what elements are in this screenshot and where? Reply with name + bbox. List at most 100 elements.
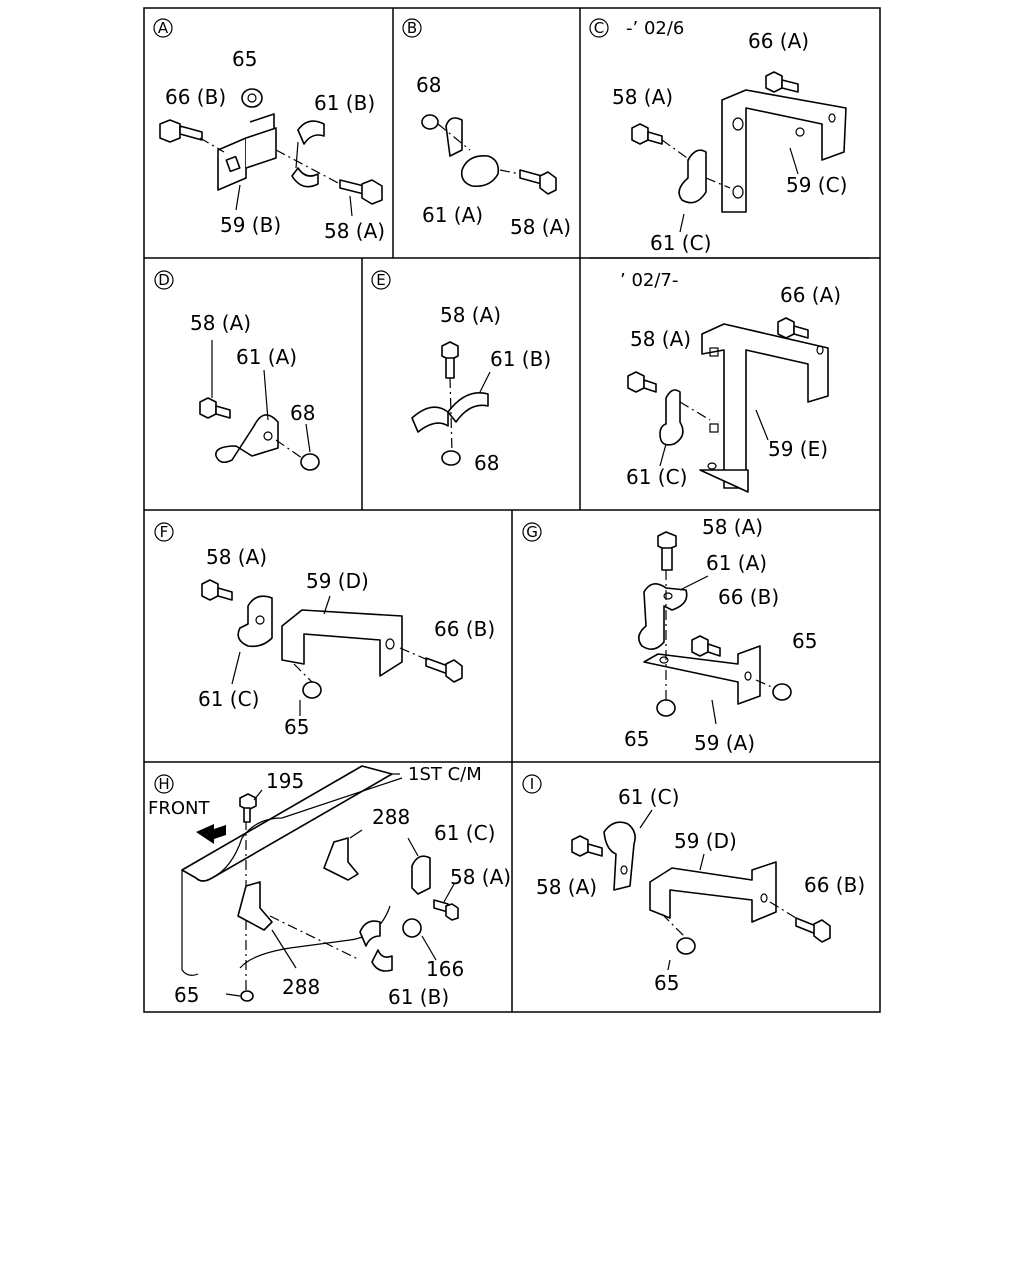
label-61c: 61 (C) bbox=[198, 687, 259, 711]
clamp-icon bbox=[603, 821, 636, 891]
label-61a: 61 (A) bbox=[422, 203, 483, 227]
label-65-right: 65 bbox=[792, 629, 817, 653]
label-65: 65 bbox=[284, 715, 309, 739]
panel-e: E 58 (A) 61 (B) 68 bbox=[371, 270, 551, 475]
bracket-icon bbox=[237, 881, 273, 931]
clamp-icon bbox=[237, 595, 273, 648]
panel-a-marker-circle bbox=[153, 18, 173, 38]
panel-b-marker-circle bbox=[402, 18, 422, 38]
label-65: 65 bbox=[654, 971, 679, 995]
clamp-icon bbox=[638, 583, 688, 650]
label-59d: 59 (D) bbox=[674, 829, 737, 853]
panel-f-id: F bbox=[160, 523, 169, 541]
clamp-icon bbox=[411, 855, 431, 895]
label-68: 68 bbox=[474, 451, 499, 475]
label-61c: 61 (C) bbox=[626, 465, 687, 489]
panel-i: I 61 (C) 59 (D) 58 (A) 66 (B) 65 bbox=[522, 774, 865, 995]
label-288-bottom: 288 bbox=[282, 975, 320, 999]
label-59b: 59 (B) bbox=[220, 213, 281, 237]
bolt-icon bbox=[433, 899, 459, 921]
label-288-top: 288 bbox=[372, 805, 410, 829]
label-66b: 66 (B) bbox=[718, 585, 779, 609]
panel-c-marker-circle bbox=[589, 18, 609, 38]
bracket-icon bbox=[643, 645, 761, 705]
label-65: 65 bbox=[174, 983, 199, 1007]
label-61a: 61 (A) bbox=[236, 345, 297, 369]
nut-icon bbox=[421, 114, 439, 130]
panel-c: C -’ 02/6 66 (A) 58 (A) 59 (C) 61 (C) bbox=[589, 18, 847, 255]
label-front: FRONT bbox=[148, 798, 210, 819]
label-58a: 58 (A) bbox=[440, 303, 501, 327]
bolt-icon bbox=[631, 123, 663, 145]
bolt-icon bbox=[402, 918, 422, 938]
clamp-icon bbox=[359, 920, 381, 947]
bolt-icon bbox=[795, 917, 831, 943]
bolt-icon bbox=[159, 119, 203, 143]
clamp-icon bbox=[297, 120, 325, 145]
clamp-icon bbox=[659, 389, 684, 446]
panel-h: H 1 bbox=[148, 764, 511, 1009]
bolt-icon bbox=[441, 341, 459, 379]
panel-h-id: H bbox=[158, 775, 169, 793]
panel-c-date-range: -’ 02/6 bbox=[626, 18, 684, 39]
panel-g: G 58 (A) 61 (A) 66 (B) 65 65 59 (A) bbox=[522, 515, 817, 755]
label-68: 68 bbox=[290, 401, 315, 425]
panel-c-late: ’ 02/7- 66 (A) 58 (A) 59 (E) 61 (C) bbox=[620, 270, 841, 493]
panel-d-marker-circle bbox=[154, 270, 174, 290]
bolt-icon bbox=[765, 71, 799, 93]
nut-icon bbox=[241, 88, 263, 108]
nut-icon bbox=[300, 453, 320, 471]
bolt-icon bbox=[777, 317, 809, 339]
bolt-icon bbox=[571, 835, 603, 857]
panel-i-id: I bbox=[530, 775, 534, 793]
label-166: 166 bbox=[426, 957, 464, 981]
label-66b: 66 (B) bbox=[165, 85, 226, 109]
panel-g-marker-circle bbox=[522, 522, 542, 542]
panel-grid bbox=[143, 7, 881, 1013]
bolt-icon bbox=[199, 397, 231, 419]
panel-c-id: C bbox=[594, 19, 604, 37]
label-61c: 61 (C) bbox=[434, 821, 495, 845]
label-61c: 61 (C) bbox=[650, 231, 711, 255]
clamp-icon bbox=[215, 414, 279, 464]
label-68: 68 bbox=[416, 73, 441, 97]
label-59c: 59 (C) bbox=[786, 173, 847, 197]
panel-b-id: B bbox=[407, 19, 417, 37]
bracket-flange bbox=[245, 127, 277, 169]
label-58a: 58 (A) bbox=[510, 215, 571, 239]
bracket-icon bbox=[721, 89, 847, 213]
panel-c-late-date-range: ’ 02/7- bbox=[620, 270, 678, 291]
nut-icon bbox=[302, 681, 322, 699]
bolt-icon bbox=[239, 793, 257, 823]
label-58a: 58 (A) bbox=[190, 311, 251, 335]
bracket-icon bbox=[281, 609, 403, 677]
panel-f-marker-circle bbox=[154, 522, 174, 542]
panel-e-id: E bbox=[376, 271, 385, 289]
front-arrow-icon bbox=[196, 824, 226, 844]
label-65: 65 bbox=[232, 47, 257, 71]
label-66b: 66 (B) bbox=[804, 873, 865, 897]
label-195: 195 bbox=[266, 769, 304, 793]
panel-e-marker-circle bbox=[371, 270, 391, 290]
label-61b: 61 (B) bbox=[388, 985, 449, 1009]
label-58a: 58 (A) bbox=[324, 219, 385, 243]
label-65-left: 65 bbox=[624, 727, 649, 751]
label-61c: 61 (C) bbox=[618, 785, 679, 809]
panel-i-marker-circle bbox=[522, 774, 542, 794]
nut-icon bbox=[656, 699, 676, 717]
label-61a: 61 (A) bbox=[706, 551, 767, 575]
label-59a: 59 (A) bbox=[694, 731, 755, 755]
panel-a-id: A bbox=[158, 19, 169, 37]
label-58a: 58 (A) bbox=[206, 545, 267, 569]
nut-icon bbox=[240, 990, 254, 1002]
bolt-icon bbox=[425, 657, 463, 683]
label-58a: 58 (A) bbox=[450, 865, 511, 889]
label-1st-cm: 1ST C/M bbox=[408, 764, 482, 785]
nut-icon bbox=[772, 683, 792, 701]
label-61b: 61 (B) bbox=[490, 347, 551, 371]
bolt-icon bbox=[519, 169, 557, 195]
label-66a: 66 (A) bbox=[780, 283, 841, 307]
label-58a: 58 (A) bbox=[702, 515, 763, 539]
bolt-icon bbox=[339, 179, 383, 205]
